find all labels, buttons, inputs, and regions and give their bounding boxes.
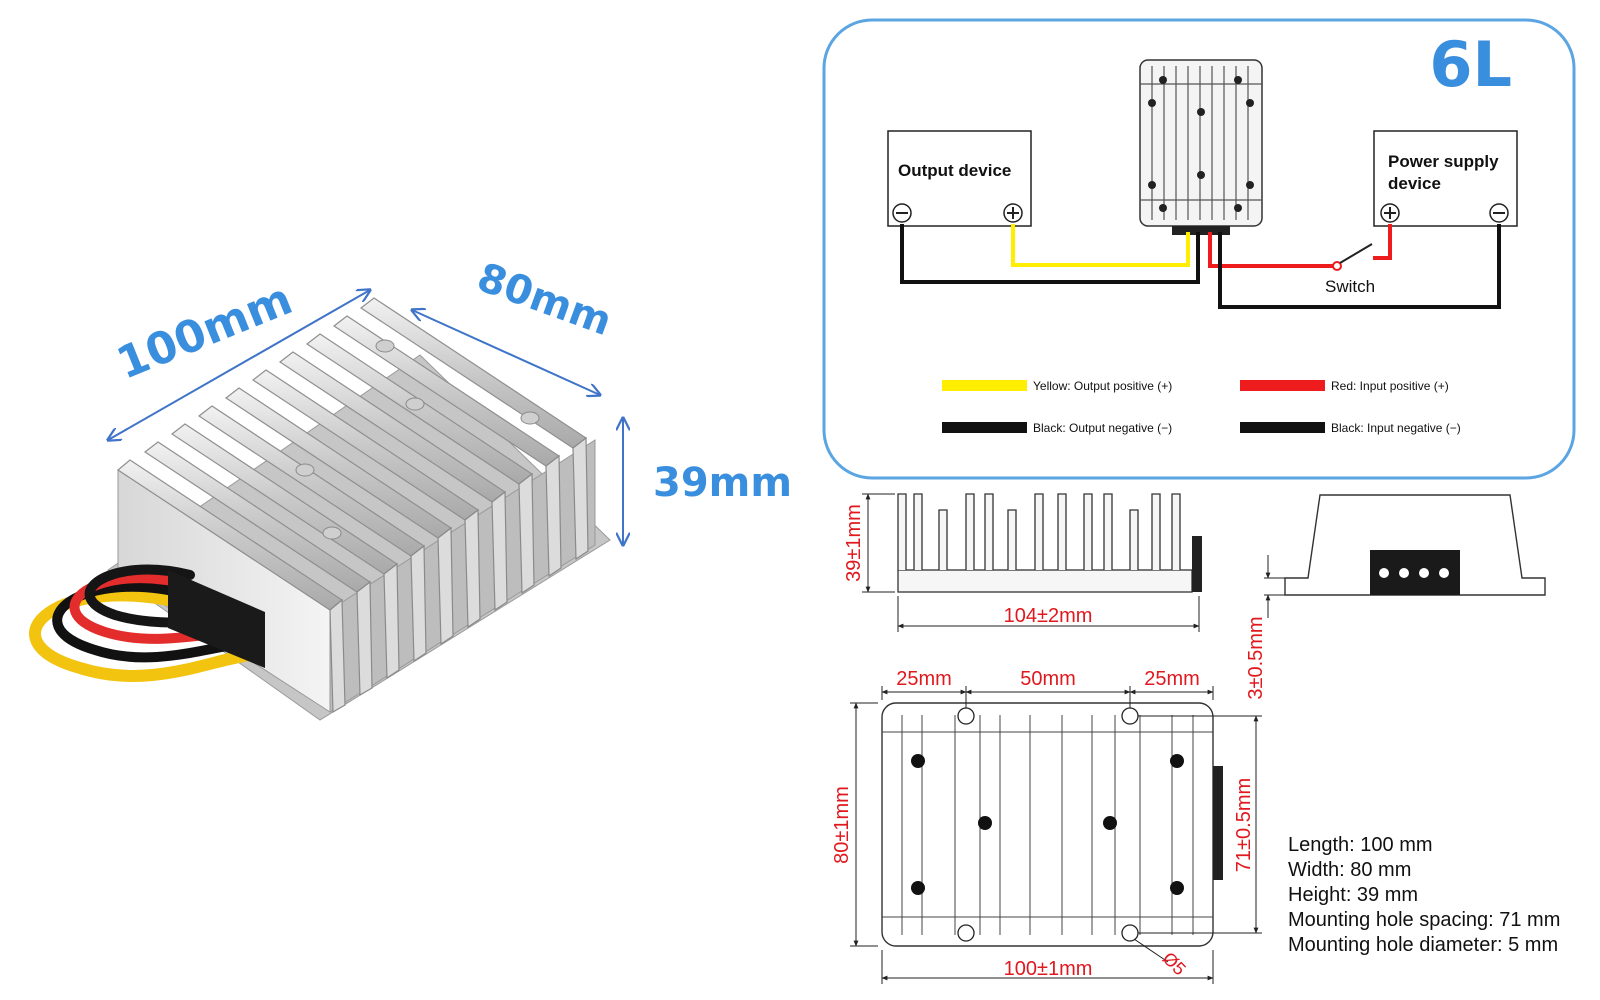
wire-legend: Yellow: Output positive (+) Red: Input p… (942, 379, 1461, 435)
width-tol-label: 80±1mm (831, 786, 853, 864)
switch-label: Switch (1325, 277, 1375, 296)
side-height-label: 39±1mm (843, 504, 865, 582)
legend-swatch-black-output (942, 422, 1027, 433)
spacing-mid-label: 50mm (1020, 668, 1076, 690)
legend-swatch-black-input (1240, 422, 1325, 433)
plus-terminal-icon (1003, 203, 1023, 223)
spec-width: Width: 80 mm (1288, 859, 1412, 881)
legend-label-red: Red: Input positive (+) (1331, 379, 1449, 393)
side-view-dimensions (862, 493, 1200, 632)
spec-hole-diameter: Mounting hole diameter: 5 mm (1288, 934, 1559, 956)
end-view-drawing (1284, 494, 1546, 596)
top-view-drawing (881, 702, 1223, 947)
power-supply-label-line1: Power supply (1388, 152, 1499, 171)
spec-height: Height: 39 mm (1288, 884, 1419, 906)
hole-diameter-label: Ø5 (1159, 948, 1190, 979)
end-view-dimensions (1264, 555, 1285, 618)
legend-swatch-yellow (942, 380, 1027, 391)
legend-label-black-output: Black: Output negative (−) (1033, 421, 1172, 435)
power-supply-label-line2: device (1388, 174, 1441, 193)
spec-hole-spacing: Mounting hole spacing: 71 mm (1288, 909, 1561, 931)
minus-terminal-icon (892, 203, 912, 223)
side-length-label: 104±2mm (1004, 605, 1093, 627)
top-view-dimensions (850, 686, 1262, 984)
wiring-diagram: 6L Output device (822, 18, 1576, 480)
legend-swatch-red (1240, 380, 1325, 391)
wires (900, 224, 1501, 309)
output-device-box: Output device (887, 130, 1032, 227)
flange-thickness-label: 3±0.5mm (1245, 616, 1267, 699)
spacing-right-label: 25mm (1144, 668, 1200, 690)
legend-label-black-input: Black: Input negative (−) (1331, 421, 1461, 435)
length-dimension-label: 100mm (110, 274, 299, 390)
power-supply-box: Power supply device (1373, 130, 1518, 227)
hole-spacing-label: 71±0.5mm (1233, 778, 1255, 872)
legend-label-yellow: Yellow: Output positive (+) (1033, 379, 1172, 393)
width-dimension-label: 80mm (471, 254, 617, 345)
spec-list: Length: 100 mm Width: 80 mm Height: 39 m… (1288, 833, 1560, 958)
model-label: 6L (1429, 28, 1512, 101)
converter-module (1139, 59, 1263, 235)
output-device-label: Output device (898, 161, 1011, 180)
length-tol-label: 100±1mm (1004, 958, 1093, 980)
photo-dimension-arrows (108, 290, 623, 545)
minus-terminal-icon (1489, 203, 1509, 223)
side-view-drawing (897, 493, 1202, 593)
switch-icon (1332, 243, 1385, 271)
spacing-left-label: 25mm (896, 668, 952, 690)
height-dimension-label: 39mm (653, 460, 792, 506)
spec-length: Length: 100 mm (1288, 834, 1433, 856)
plus-terminal-icon (1380, 203, 1400, 223)
